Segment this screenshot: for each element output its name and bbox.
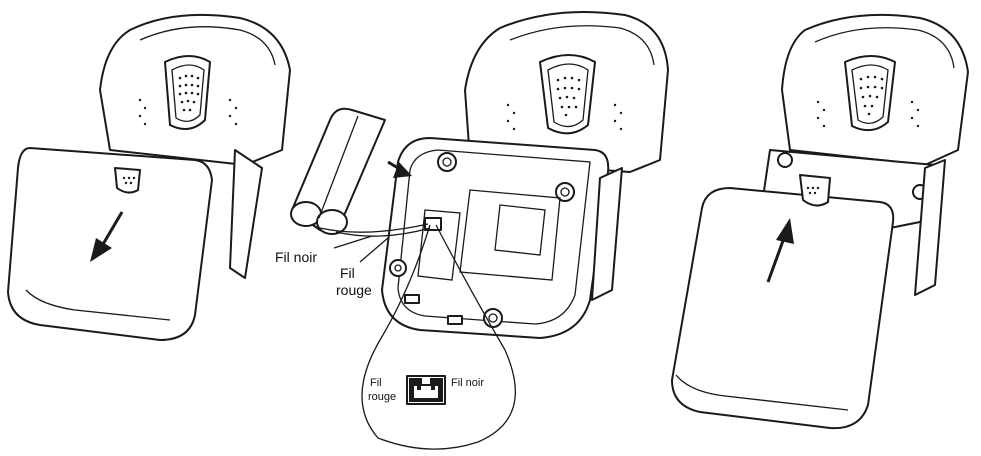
handset-cover-removal [7,13,291,341]
inset-black-wire-label: Fil noir [451,377,484,389]
black-wire-label: Fil noir [275,249,317,265]
handset-battery-compartment: Fil noir Fil rouge [275,11,669,450]
speaker-grille [539,54,596,135]
connector-detail: Fil rouge Fil noir [368,375,484,405]
inset-red-wire-label-line2: rouge [368,391,396,403]
battery-pack [290,107,386,235]
battery-cover [671,187,895,430]
zoom-callout-loop [361,224,516,450]
battery-cover [7,147,213,341]
battery-wires [319,223,431,237]
arrow-up-icon [766,218,794,283]
red-wire-label-line2: rouge [336,282,372,298]
speaker-grille [164,55,211,130]
inset-red-wire-label-line1: Fil [370,377,382,389]
speaker-grille [844,55,896,132]
red-wire-label-line1: Fil [340,265,355,281]
handset-cover-replacement [671,13,969,430]
arrow-down-icon [90,211,124,262]
arrow-right-icon [387,160,412,178]
